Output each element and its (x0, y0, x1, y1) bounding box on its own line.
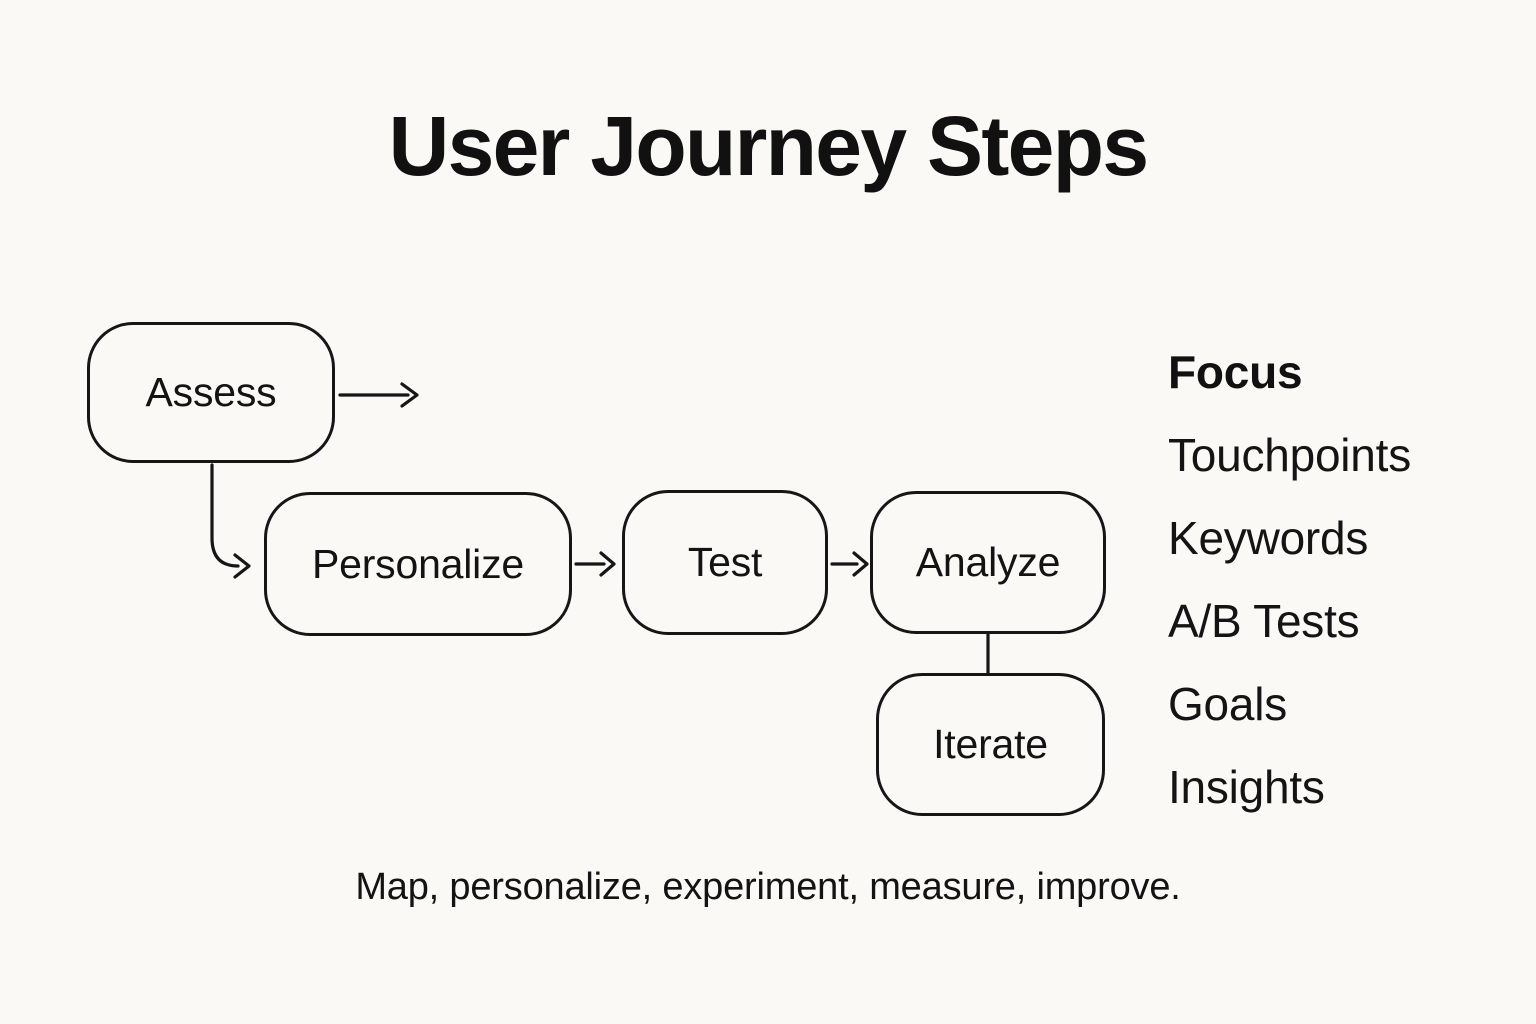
flow-node-label: Test (687, 539, 763, 585)
legend-item-goals: Goals (1168, 678, 1288, 730)
arrow-personalize-to-test (574, 551, 616, 577)
arrow-assess-east (338, 382, 419, 408)
connector-assess-to-personalize (210, 463, 251, 579)
diagram-caption: Map, personalize, experiment, measure, i… (355, 866, 1181, 908)
arrow-test-to-analyze (830, 551, 869, 577)
legend-item-touchpoints: Touchpoints (1168, 429, 1411, 481)
flow-node-iterate: Iterate (876, 673, 1105, 816)
flow-node-test: Test (622, 490, 828, 635)
legend-heading: Focus (1168, 346, 1303, 398)
focus-legend: Focus Touchpoints Keywords A/B Tests Goa… (1168, 346, 1411, 813)
flow-node-label: Assess (145, 369, 277, 415)
flow-node-label: Iterate (933, 721, 1048, 767)
flow-node-label: Personalize (312, 540, 524, 587)
flow-node-assess: Assess (87, 322, 335, 463)
legend-item-insights: Insights (1168, 761, 1325, 813)
page-title: User Journey Steps (388, 99, 1149, 193)
flow-node-personalize: Personalize (264, 492, 572, 636)
flow-node-analyze: Analyze (870, 491, 1106, 634)
flow-node-label: Analyze (915, 539, 1061, 585)
legend-item-ab-tests: A/B Tests (1168, 595, 1360, 647)
legend-item-keywords: Keywords (1168, 512, 1369, 564)
